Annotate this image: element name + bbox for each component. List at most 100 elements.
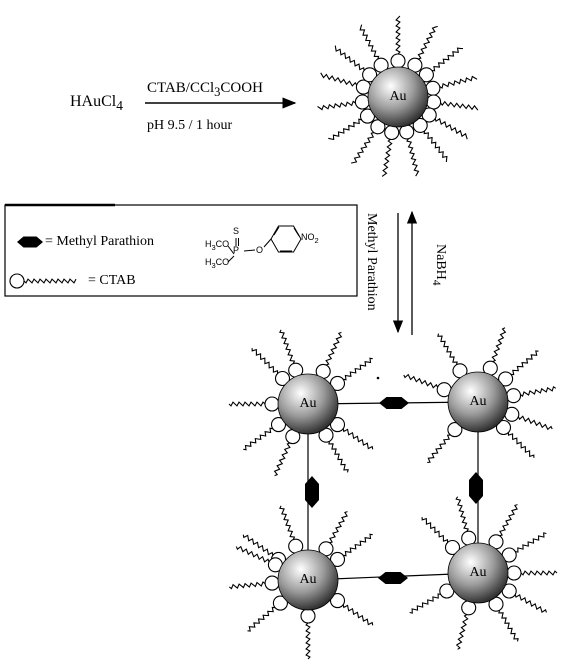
ctab-tail bbox=[421, 517, 449, 543]
ctab-tail bbox=[328, 118, 362, 141]
ctab-tail bbox=[243, 427, 273, 451]
ctab-tail bbox=[381, 138, 393, 177]
ctab-head bbox=[495, 419, 512, 436]
bond-ring-o bbox=[263, 238, 272, 248]
structure-no2: NO2 bbox=[301, 232, 319, 245]
bond-o-p bbox=[243, 249, 256, 252]
ctab-ligands bbox=[228, 15, 558, 660]
ctab-head bbox=[447, 422, 463, 438]
au-sphere-top bbox=[367, 66, 429, 128]
linker-bottom bbox=[378, 572, 408, 584]
ctab-head bbox=[498, 371, 514, 387]
structure-o: O bbox=[256, 245, 264, 255]
reactant-subscript: 4 bbox=[116, 98, 123, 114]
ctab-tail bbox=[455, 496, 470, 532]
ctab-head bbox=[412, 117, 428, 133]
ctab-tail bbox=[242, 534, 274, 556]
dot-mark bbox=[376, 376, 380, 380]
au-sphere-top-left bbox=[277, 373, 339, 435]
ctab-tail bbox=[228, 401, 266, 407]
ctab-head bbox=[362, 67, 378, 83]
ctab-head bbox=[505, 388, 522, 404]
ctab-tail bbox=[434, 117, 468, 140]
structure-s: S bbox=[233, 226, 240, 236]
ctab-head bbox=[506, 565, 522, 581]
ctab-head bbox=[329, 551, 346, 567]
gold-nanoparticles bbox=[277, 66, 509, 611]
ctab-tail bbox=[279, 329, 296, 364]
ctab-head bbox=[329, 417, 346, 433]
ctab-tail bbox=[507, 432, 535, 458]
ctab-head bbox=[390, 53, 406, 69]
ctab-head bbox=[426, 94, 442, 110]
ctab-tail bbox=[409, 593, 441, 614]
nabh4-arrow-label: NaBH4 bbox=[430, 244, 448, 286]
au-sphere-bottom-left bbox=[277, 549, 339, 611]
ctab-head bbox=[418, 67, 434, 83]
ctab-tail bbox=[342, 604, 374, 626]
benzene-ring bbox=[270, 225, 302, 253]
ctab-head bbox=[272, 595, 288, 611]
ctab-tail bbox=[247, 606, 276, 632]
ctab-head bbox=[329, 593, 346, 609]
ctab-tail bbox=[499, 504, 518, 537]
ctab-head bbox=[264, 575, 280, 591]
ctab-head bbox=[270, 417, 287, 433]
ctab-head bbox=[354, 94, 370, 110]
ctab-tail bbox=[273, 442, 291, 477]
legend-ctab-tail bbox=[23, 278, 77, 284]
au-particle-top-left: Au bbox=[299, 396, 317, 411]
structure-meo-top: H3CO bbox=[205, 239, 230, 252]
ctab-tail bbox=[514, 594, 547, 613]
legend-methyl-parathion-label: = Methyl Parathion bbox=[45, 234, 154, 249]
au-particle-top: Au bbox=[389, 89, 407, 104]
benzene-inner-bond-1 bbox=[293, 227, 300, 237]
ctab-head bbox=[264, 396, 280, 412]
linker-right bbox=[469, 472, 483, 504]
reactant-label: HAuCl4 bbox=[70, 93, 123, 114]
ctab-tail bbox=[279, 505, 296, 540]
legend-ctab-head bbox=[9, 273, 25, 289]
structure-p: P bbox=[233, 245, 240, 255]
ctab-tail bbox=[251, 348, 279, 374]
ctab-tail bbox=[431, 47, 464, 72]
methyl-parathion-arrow-label: Methyl Parathion bbox=[364, 213, 379, 311]
reagent-label: CTAB/CCl3COOH bbox=[147, 80, 263, 99]
benzene-inner-bond-2 bbox=[273, 226, 280, 236]
au-particle-bottom-right: Au bbox=[469, 565, 487, 580]
ctab-tail bbox=[350, 132, 375, 164]
ctab-tail bbox=[395, 15, 401, 55]
ctab-tail bbox=[235, 545, 270, 563]
ctab-tail bbox=[343, 357, 373, 381]
ctab-tail bbox=[427, 434, 451, 464]
legend-graphics bbox=[4, 203, 358, 297]
au-sphere-top-right bbox=[447, 371, 509, 433]
au-sphere-bottom-right bbox=[447, 542, 509, 604]
ctab-tail bbox=[305, 622, 311, 660]
nabh4-subscript: 4 bbox=[430, 279, 443, 286]
ctab-tail bbox=[491, 327, 507, 363]
ctab-head bbox=[384, 124, 400, 141]
ctab-tail bbox=[320, 72, 358, 87]
ctab-tail bbox=[359, 24, 380, 60]
ctab-head bbox=[329, 375, 346, 391]
au-particle-top-right: Au bbox=[469, 394, 487, 409]
linker-left bbox=[305, 476, 319, 508]
ctab-tail bbox=[325, 331, 343, 366]
ctab-tail bbox=[423, 130, 448, 163]
ctab-tail bbox=[440, 100, 479, 111]
structure-meo-bottom: H3CO bbox=[205, 257, 230, 270]
au-particle-bottom-left: Au bbox=[299, 572, 317, 587]
ctab-head bbox=[300, 608, 316, 624]
ctab-tail bbox=[417, 25, 438, 60]
ctab-tail bbox=[228, 581, 266, 590]
ctab-tail bbox=[437, 333, 458, 365]
ctab-tail bbox=[498, 610, 519, 642]
ctab-tail bbox=[515, 532, 547, 553]
ctab-tail bbox=[517, 415, 553, 431]
ctab-tail bbox=[329, 511, 348, 544]
ctab-tail bbox=[455, 614, 469, 650]
ctab-tail bbox=[328, 441, 349, 473]
